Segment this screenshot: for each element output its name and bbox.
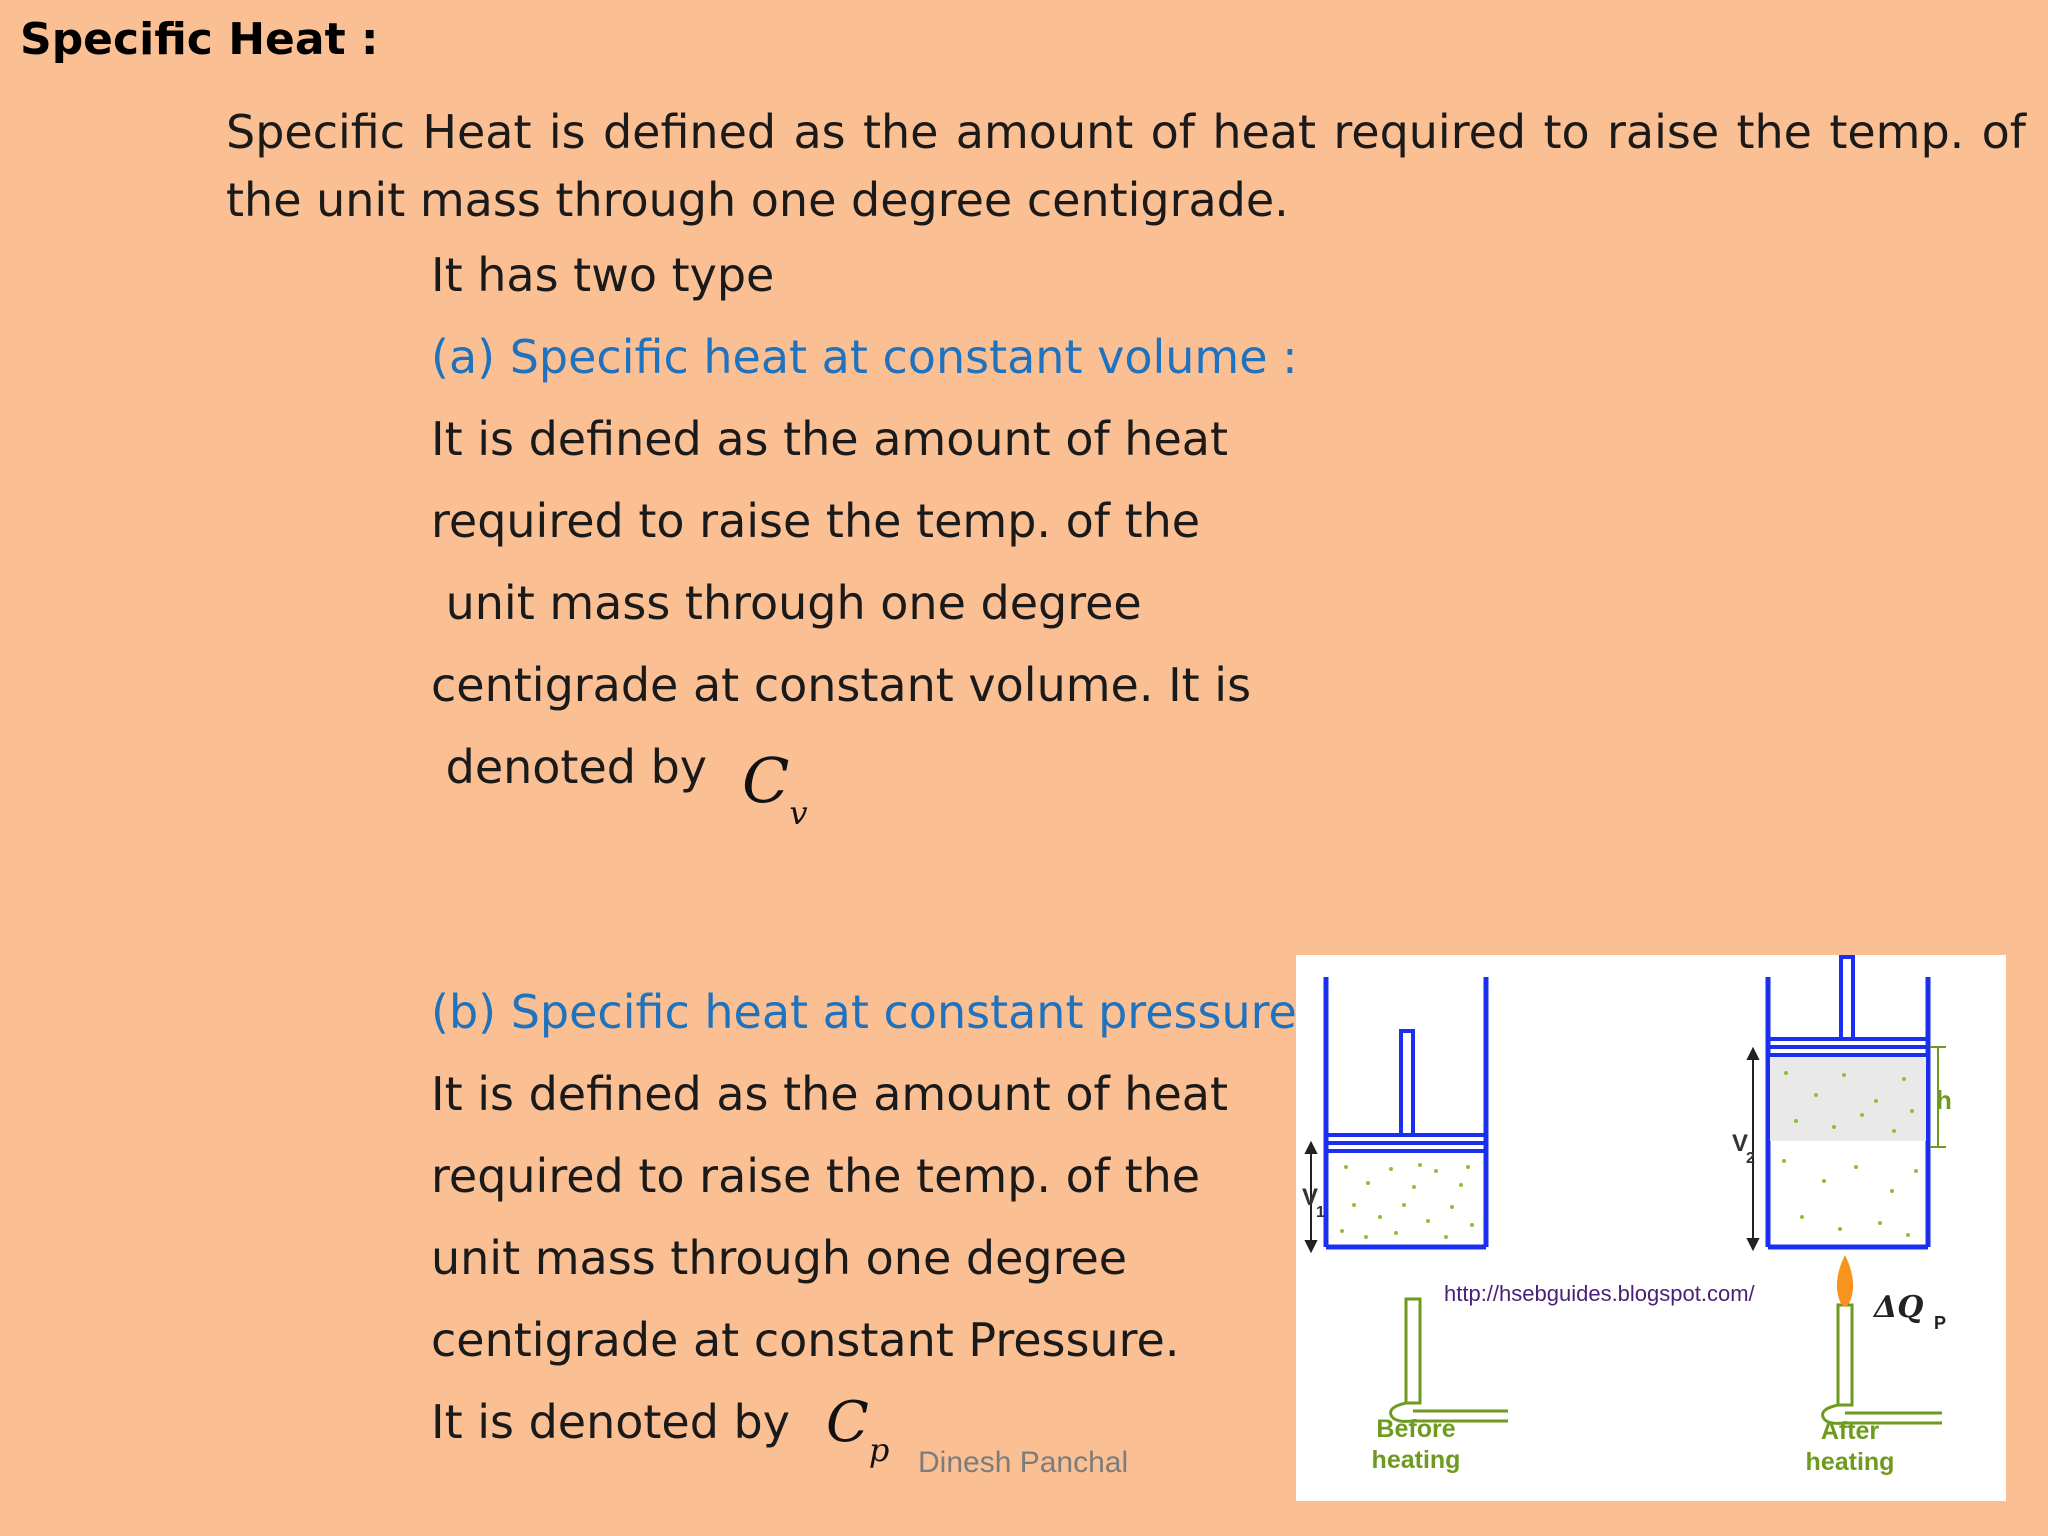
cylinder-before xyxy=(1323,977,1489,1250)
flame-icon xyxy=(1836,1255,1854,1307)
type-a-line: It is defined as the amount of heat xyxy=(431,412,1228,466)
before-label-line1: Before xyxy=(1376,1415,1455,1443)
v1-label: V xyxy=(1302,1184,1318,1211)
type-b-heading: (b) Specific heat at constant pressure: xyxy=(431,985,1313,1039)
heating-diagram: V 1 Before heating xyxy=(1296,955,2006,1501)
delta-q-subscript: P xyxy=(1934,1313,1946,1333)
author-footer: Dinesh Panchal xyxy=(918,1446,1129,1479)
gas-particles-after xyxy=(1782,1071,1918,1237)
source-url: http://hsebguides.blogspot.com/ xyxy=(1444,1281,1756,1306)
v2-subscript: 2 xyxy=(1746,1150,1755,1167)
cp-symbol: Cp xyxy=(826,1390,890,1469)
type-b-line: unit mass through one degree xyxy=(431,1231,1128,1285)
v1-arrow xyxy=(1304,1140,1318,1254)
slide-title: Specific Heat : xyxy=(20,14,379,65)
type-b-line: It is denoted by xyxy=(431,1395,790,1449)
expanded-gas-region xyxy=(1770,1057,1926,1141)
h-arrow xyxy=(1930,1046,1946,1148)
after-label-line1: After xyxy=(1821,1417,1880,1445)
type-a-line: unit mass through one degree xyxy=(431,576,1142,630)
type-a-line: centigrade at constant volume. It is xyxy=(431,658,1252,712)
type-b-line: centigrade at constant Pressure. xyxy=(431,1313,1180,1367)
cylinder-after xyxy=(1765,977,1931,1250)
piston-before xyxy=(1326,1029,1486,1153)
types-intro: It has two type xyxy=(431,248,775,302)
delta-q-label: ΔQ xyxy=(1872,1290,1923,1325)
piston-after xyxy=(1768,955,1928,1057)
type-b-line: required to raise the temp. of the xyxy=(431,1149,1201,1203)
gas-particles-before xyxy=(1340,1163,1474,1239)
after-label-line2: heating xyxy=(1806,1448,1895,1476)
h-label: h xyxy=(1936,1085,1952,1115)
before-label-line2: heating xyxy=(1372,1446,1461,1474)
definition-paragraph: Specific Heat is defined as the amount o… xyxy=(226,105,2026,227)
v2-arrow xyxy=(1746,1046,1760,1252)
burner-before xyxy=(1389,1297,1508,1423)
cv-symbol: Cv xyxy=(742,744,808,832)
v2-label: V xyxy=(1732,1130,1748,1157)
type-a-line: denoted by xyxy=(431,740,707,794)
type-a-line: required to raise the temp. of the xyxy=(431,494,1201,548)
type-b-line: It is defined as the amount of heat xyxy=(431,1067,1228,1121)
v1-subscript: 1 xyxy=(1316,1204,1325,1221)
type-a-heading: (a) Specific heat at constant volume : xyxy=(431,330,1298,384)
